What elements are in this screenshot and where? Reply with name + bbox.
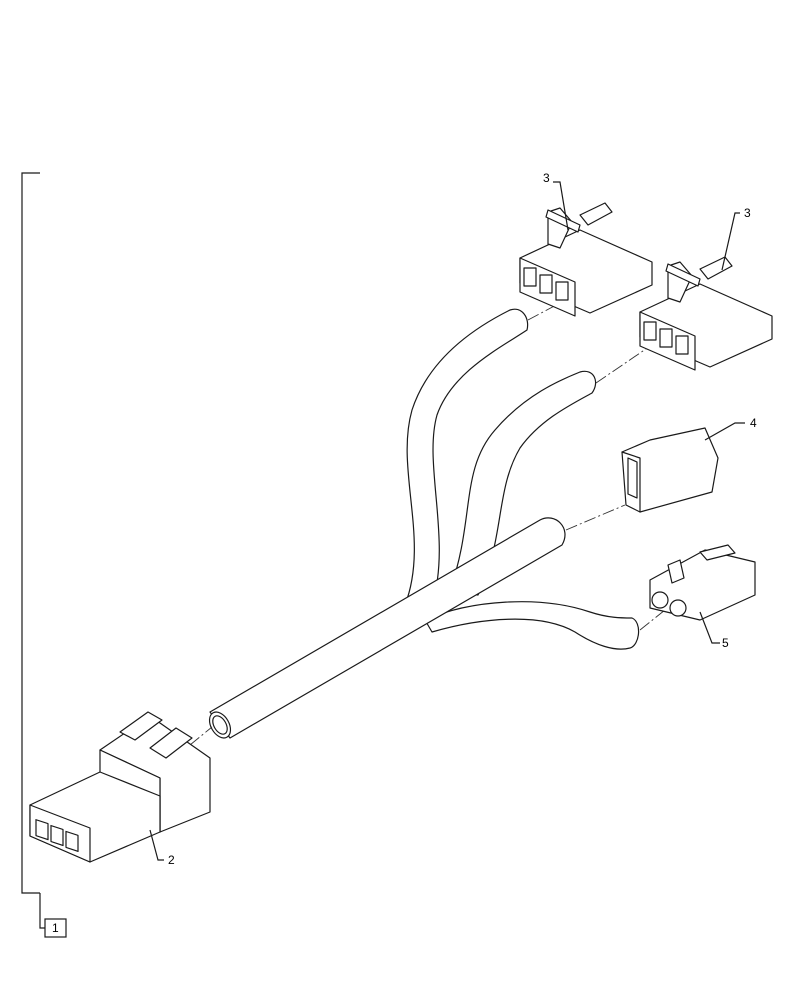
callout-3a: 3 — [543, 171, 550, 185]
connector-2 — [29, 711, 211, 863]
connector-5 — [649, 544, 756, 621]
callout-2: 2 — [168, 853, 175, 867]
connector-3-b — [639, 256, 773, 371]
wire-branch-1 — [404, 308, 529, 606]
callout-4: 4 — [750, 416, 757, 430]
callout-1-box: 1 — [44, 918, 67, 938]
leader-lines — [149, 181, 745, 861]
callout-1: 1 — [52, 921, 59, 935]
wire-branch-3 — [424, 601, 640, 650]
connector-3-a — [519, 202, 653, 317]
callout-3b: 3 — [744, 206, 751, 220]
callout-5: 5 — [722, 636, 729, 650]
wire-trunk — [209, 517, 566, 739]
connector-4 — [621, 427, 719, 513]
assembly-bracket — [21, 172, 45, 929]
wire-branch-2 — [449, 370, 597, 596]
wire-harness — [208, 308, 640, 739]
